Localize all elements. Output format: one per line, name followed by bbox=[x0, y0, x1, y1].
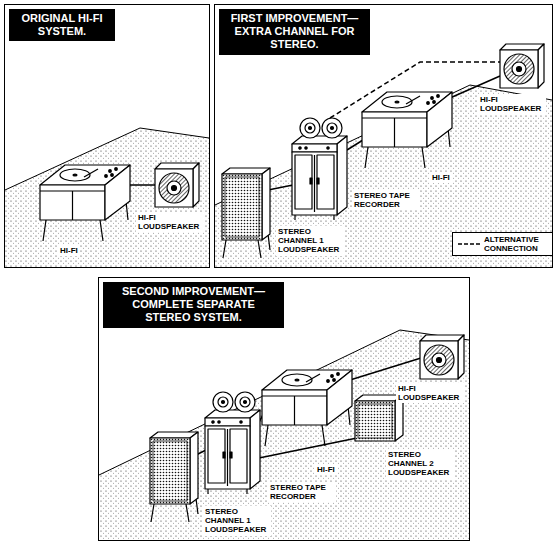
panel-frame: FIRST IMPROVEMENT— EXTRA CHANNEL FOR STE… bbox=[214, 4, 553, 268]
hifi-console bbox=[362, 92, 452, 168]
panel-title: FIRST IMPROVEMENT— EXTRA CHANNEL FOR STE… bbox=[219, 9, 370, 55]
stereo-loudspeaker bbox=[222, 168, 270, 258]
part-label: STEREO TAPE RECORDER bbox=[352, 190, 420, 210]
legend-sample bbox=[457, 240, 481, 248]
room-floor bbox=[99, 330, 469, 540]
part-label: HI-FI LOUDSPEAKER bbox=[136, 212, 204, 232]
hifi-loudspeaker bbox=[500, 44, 544, 88]
part-label: STEREO TAPE RECORDER bbox=[268, 482, 336, 502]
legend-entry: ALTERNATIVE CONNECTION bbox=[452, 232, 553, 256]
part-label: STEREO CHANNEL 1 LOUDSPEAKER bbox=[276, 226, 344, 256]
speaker-wire bbox=[350, 358, 421, 380]
panel-two-equipment bbox=[222, 44, 544, 258]
signal-wire bbox=[347, 140, 363, 150]
hifi-console bbox=[262, 370, 352, 446]
part-label: HI-FI LOUDSPEAKER bbox=[478, 94, 546, 114]
part-label: HI-FI LOUDSPEAKER bbox=[396, 383, 464, 403]
panel-title: SECOND IMPROVEMENT— COMPLETE SEPARATE ST… bbox=[103, 282, 284, 328]
tape-recorder bbox=[292, 118, 347, 220]
panel-three-equipment bbox=[150, 335, 464, 522]
dashed-line-sample bbox=[458, 243, 480, 245]
speaker-wire bbox=[259, 438, 357, 458]
part-label: STEREO CHANNEL 1 LOUDSPEAKER bbox=[203, 506, 271, 536]
part-label: HI-FI bbox=[58, 245, 80, 256]
room-floor bbox=[215, 85, 552, 267]
room-floor bbox=[5, 128, 209, 267]
hifi-loudspeaker bbox=[155, 163, 199, 207]
hifi-loudspeaker bbox=[420, 335, 464, 379]
hifi-console bbox=[40, 165, 130, 241]
speaker-wire bbox=[130, 184, 156, 186]
tape-recorder bbox=[205, 392, 260, 494]
room-floor bbox=[5, 85, 552, 540]
legend-text: ALTERNATIVE CONNECTION bbox=[484, 235, 548, 253]
part-label: HI-FI bbox=[315, 464, 337, 475]
stereo-loudspeaker bbox=[150, 432, 198, 522]
part-label: STEREO CHANNEL 2 LOUDSPEAKER bbox=[386, 449, 454, 479]
panel-title: ORIGINAL HI-FI SYSTEM. bbox=[9, 9, 115, 41]
speaker-wire bbox=[268, 185, 293, 190]
part-label: HI-FI bbox=[430, 172, 452, 183]
